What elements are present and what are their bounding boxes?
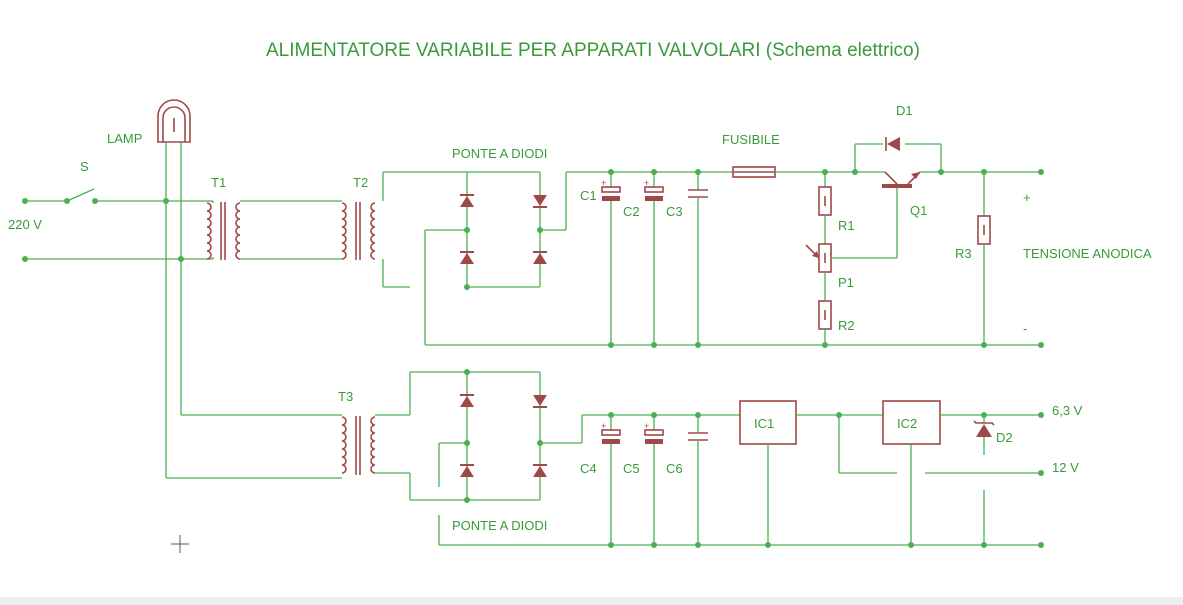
- anode-plus-terminal: [1038, 169, 1044, 175]
- t2-label: T2: [353, 175, 368, 190]
- diode-bridge-top: [424, 171, 567, 345]
- q1-label: Q1: [910, 203, 927, 218]
- ic2-label: IC2: [897, 416, 917, 431]
- regulator-ic2: [882, 400, 1041, 548]
- anode-minus-terminal: [1038, 342, 1044, 348]
- ic1-label: IC1: [754, 416, 774, 431]
- svg-text:+: +: [601, 178, 606, 188]
- c5-label: C5: [623, 461, 640, 476]
- fuse-symbol: [732, 166, 885, 178]
- bridge-top-label: PONTE A DIODI: [452, 146, 547, 161]
- out-63-label: 6,3 V: [1052, 403, 1083, 418]
- transistor-q1: [852, 137, 1041, 188]
- svg-text:+: +: [601, 421, 606, 431]
- d2-label: D2: [996, 430, 1013, 445]
- d1-label: D1: [896, 103, 913, 118]
- divider-network: [805, 169, 898, 348]
- out-12-label: 12 V: [1052, 460, 1079, 475]
- bridge-bottom-label: PONTE A DIODI: [452, 518, 547, 533]
- p1-label: P1: [838, 275, 854, 290]
- t3-label: T3: [338, 389, 353, 404]
- capacitor-c2: +: [644, 169, 664, 348]
- c1-label: C1: [580, 188, 597, 203]
- svg-text:+: +: [644, 178, 649, 188]
- anode-plus-label: +: [1023, 190, 1031, 205]
- switch-symbol: [64, 188, 98, 204]
- t1-label: T1: [211, 175, 226, 190]
- lamp-symbol: [157, 99, 191, 478]
- mains-input: [22, 198, 213, 262]
- out-ground-terminal: [1038, 542, 1044, 548]
- resistor-r3: [977, 169, 991, 348]
- capacitor-c3: [688, 169, 708, 348]
- anode-minus-label: -: [1023, 321, 1027, 336]
- switch-label: S: [80, 159, 89, 174]
- crosshair-cursor-icon: [171, 535, 189, 553]
- svg-text:+: +: [644, 421, 649, 431]
- capacitor-c5: +: [644, 412, 664, 548]
- capacitor-c1: +: [601, 169, 621, 348]
- lamp-label: LAMP: [107, 131, 142, 146]
- c3-label: C3: [666, 204, 683, 219]
- r3-label: R3: [955, 246, 972, 261]
- fuse-label: FUSIBILE: [722, 132, 780, 147]
- c4-label: C4: [580, 461, 597, 476]
- capacitor-c4: +: [601, 412, 621, 548]
- regulator-ic1: [739, 400, 897, 548]
- out-63-terminal: [1038, 412, 1044, 418]
- out-12-terminal: [1038, 470, 1044, 476]
- zener-d2: [973, 412, 995, 548]
- r1-label: R1: [838, 218, 855, 233]
- transformer-t3: [166, 371, 467, 501]
- c2-label: C2: [623, 204, 640, 219]
- r2-label: R2: [838, 318, 855, 333]
- transformer-t2: [341, 171, 467, 288]
- anode-voltage-label: TENSIONE ANODICA: [1023, 246, 1152, 261]
- diode-bridge-bottom: [438, 369, 583, 545]
- status-bar: [0, 597, 1183, 605]
- transformer-t1: [206, 200, 342, 260]
- schematic-title: ALIMENTATORE VARIABILE PER APPARATI VALV…: [266, 40, 920, 61]
- c6-label: C6: [666, 461, 683, 476]
- mains-voltage-label: 220 V: [8, 217, 42, 232]
- capacitor-c6: [688, 412, 708, 548]
